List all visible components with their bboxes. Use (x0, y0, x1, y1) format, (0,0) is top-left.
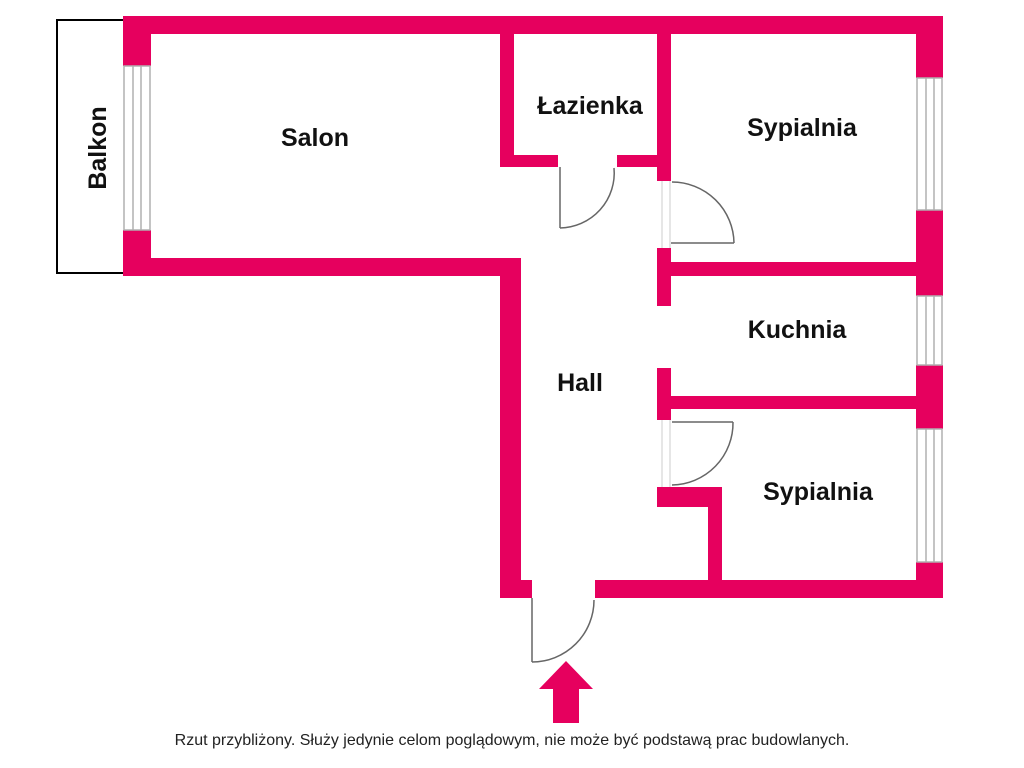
doors (531, 167, 735, 663)
windows (123, 65, 943, 563)
room-label-sypialnia-top: Sypialnia (747, 114, 858, 142)
room-label-balkon: Balkon (84, 106, 112, 189)
room-label-kuchnia: Kuchnia (748, 316, 848, 344)
door-openings (661, 181, 671, 487)
entrance-arrow-icon (539, 661, 593, 723)
room-label-sypialnia-bottom: Sypialnia (763, 478, 874, 506)
disclaimer-text: Rzut przybliżony. Służy jedynie celom po… (174, 732, 850, 749)
room-label-lazienka: Łazienka (537, 92, 644, 120)
room-label-salon: Salon (281, 124, 349, 152)
walls (123, 16, 943, 598)
room-label-hall: Hall (557, 369, 603, 397)
